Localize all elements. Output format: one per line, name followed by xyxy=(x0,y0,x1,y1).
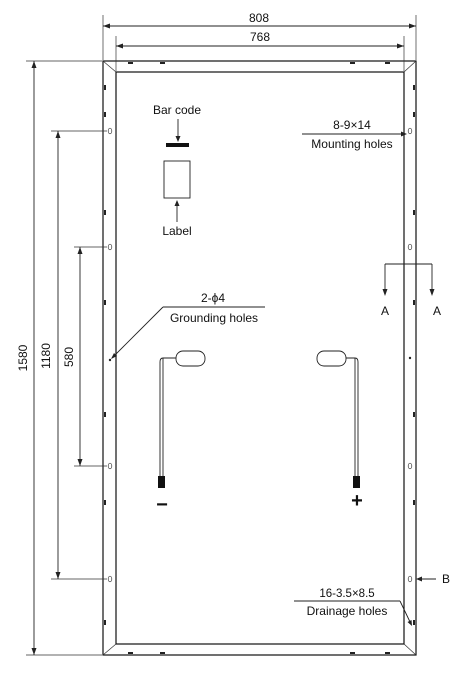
width-808-label: 808 xyxy=(249,11,269,25)
drainage-holes-callout: 16-3.5×8.5 Drainage holes xyxy=(294,588,412,626)
positive-cable: + xyxy=(316,350,363,512)
height-1580-label: 1580 xyxy=(16,344,30,371)
grounding-holes-callout: 2-ϕ4 Grounding holes xyxy=(111,291,265,359)
height-dimension-580: 580 xyxy=(62,246,107,467)
bar-code-callout: Bar code xyxy=(153,103,201,147)
height-dimension-1180: 1180 xyxy=(39,130,107,580)
mounting-holes-callout: 8-9×14 Mounting holes xyxy=(302,118,407,151)
positive-connector xyxy=(353,476,360,488)
positive-junction-box xyxy=(316,350,347,367)
bar-code-text: Bar code xyxy=(153,103,201,117)
width-dimension-808: 808 xyxy=(102,11,417,60)
detail-b-marker: B xyxy=(416,572,450,586)
negative-symbol: − xyxy=(156,494,168,516)
height-dimension-1580: 1580 xyxy=(16,60,102,656)
detail-b-text: B xyxy=(442,572,450,586)
panel-frame xyxy=(102,60,417,656)
grounding-spec-text: 2-ϕ4 xyxy=(201,291,225,305)
label-callout: Label xyxy=(162,160,192,238)
mounting-holes-text: Mounting holes xyxy=(311,137,392,151)
positive-symbol: + xyxy=(351,490,363,512)
mounting-spec-text: 8-9×14 xyxy=(333,118,371,132)
label-text: Label xyxy=(162,224,191,238)
width-dimension-768: 768 xyxy=(115,30,405,71)
frame-slots xyxy=(104,62,415,654)
negative-connector xyxy=(158,476,165,488)
drainage-holes-text: Drainage holes xyxy=(307,604,388,618)
grounding-holes-text: Grounding holes xyxy=(170,311,258,325)
width-768-label: 768 xyxy=(250,30,270,44)
drainage-spec-text: 16-3.5×8.5 xyxy=(319,588,374,600)
label-box xyxy=(163,160,191,199)
height-580-label: 580 xyxy=(62,347,76,367)
section-a-left-text: A xyxy=(381,304,389,318)
negative-junction-box xyxy=(175,350,206,367)
section-a-right-text: A xyxy=(433,304,441,318)
section-a-marker: A A xyxy=(381,263,441,318)
height-1180-label: 1180 xyxy=(39,343,53,369)
negative-cable: − xyxy=(156,350,206,516)
mounting-holes-marks xyxy=(107,127,413,583)
bar-code-strip xyxy=(166,143,189,147)
